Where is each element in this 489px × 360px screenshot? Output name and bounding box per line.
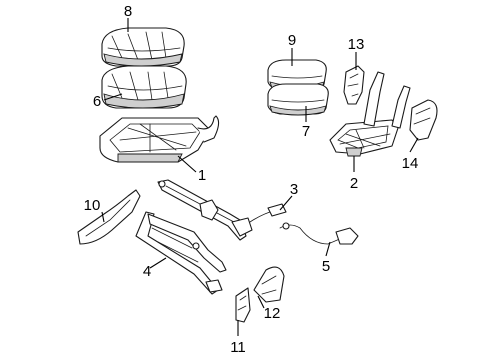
callout-8: 8 (124, 3, 132, 20)
callout-12: 12 (264, 305, 281, 322)
leader-6 (103, 93, 123, 101)
seat-cushion-cover-8[interactable] (101, 27, 185, 67)
callout-1: 1 (198, 167, 206, 184)
callout-3: 3 (290, 181, 298, 198)
leader-4 (149, 257, 167, 269)
leader-12 (257, 295, 265, 309)
callout-7: 7 (302, 123, 310, 140)
seat-track-4[interactable] (135, 211, 227, 295)
callout-10: 10 (84, 197, 101, 214)
callout-9: 9 (288, 32, 296, 49)
leader-3 (279, 195, 293, 211)
seat-back-pad-7[interactable] (267, 83, 329, 116)
callout-2: 2 (350, 175, 358, 192)
leader-5 (325, 241, 331, 257)
seat-back-frame-2[interactable] (329, 71, 411, 157)
callout-5: 5 (322, 258, 330, 275)
leader-10 (101, 211, 105, 223)
leader-lines (101, 18, 419, 336)
cable-assembly-5[interactable] (279, 222, 359, 245)
leader-1 (177, 155, 197, 173)
seat-cushion-pad-6[interactable] (101, 65, 187, 109)
side-shield-14[interactable] (409, 99, 438, 141)
callout-14: 14 (402, 155, 419, 172)
callout-11: 11 (230, 339, 246, 356)
bracket-11[interactable] (235, 287, 251, 323)
leader-14 (409, 137, 419, 153)
cover-12[interactable] (253, 266, 285, 303)
seat-cushion-frame-1[interactable] (99, 115, 220, 163)
recliner-trim-10[interactable] (77, 189, 141, 245)
seat-back-panel-13[interactable] (343, 65, 365, 105)
adjuster-assembly-3[interactable] (157, 179, 287, 241)
callout-4: 4 (143, 263, 151, 280)
callout-labels: 8 6 1 9 7 13 2 14 3 5 10 4 11 12 (84, 3, 419, 356)
callout-13: 13 (348, 36, 365, 53)
callout-6: 6 (93, 93, 101, 110)
